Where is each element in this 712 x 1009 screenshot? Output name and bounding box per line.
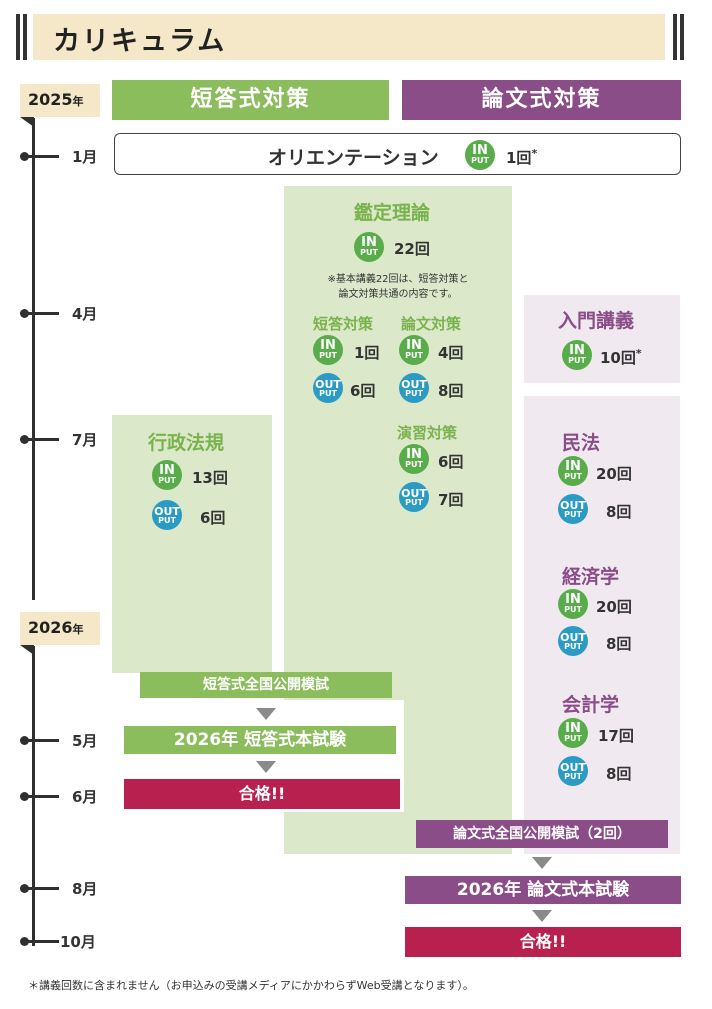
arrow-down-icon — [256, 761, 276, 773]
minpo-output-count: 8回 — [606, 503, 632, 521]
gyosei-output-count: 6回 — [200, 509, 226, 527]
month-apr: 4月 — [72, 305, 98, 323]
month-may: 5月 — [72, 732, 98, 750]
year-2026-value: 2026 — [28, 618, 73, 637]
kantei-note-1: ※基本講義22回は、短答対策と — [327, 274, 469, 285]
year-2025: 2025年 — [20, 84, 100, 117]
column-essay-header: 論文式対策 — [402, 80, 681, 120]
kantei-practice-title: 演習対策 — [397, 424, 458, 442]
month-jun: 6月 — [72, 788, 98, 806]
kantei-practice-output: 7回 — [438, 491, 464, 509]
arrow-down-icon — [532, 910, 552, 922]
orientation-count: 1回* — [506, 147, 538, 167]
month-jan: 1月 — [72, 148, 98, 166]
tick-jun — [20, 792, 59, 801]
minpo-title: 民法 — [562, 432, 601, 454]
kantei-input-count: 22回 — [394, 240, 430, 258]
kaikei-output-count: 8回 — [606, 765, 632, 783]
subjects-panel — [524, 396, 680, 854]
essay-main-exam: 2026年 論文式本試験 — [405, 876, 681, 904]
orientation-box — [114, 133, 681, 175]
month-jul: 7月 — [72, 431, 98, 449]
footnote: ＊講義回数に含まれません（お申込みの受講メディアにかかわらずWeb受講となります… — [28, 979, 474, 992]
year-suffix: 年 — [72, 623, 84, 636]
nyumon-panel — [524, 295, 680, 383]
kantei-short-output: 6回 — [350, 382, 376, 400]
tick-apr — [20, 309, 59, 318]
orientation-label: オリエンテーション — [268, 147, 439, 169]
year-suffix: 年 — [72, 95, 84, 108]
arrow-down-icon — [532, 857, 552, 869]
kaikei-input-count: 17回 — [598, 727, 634, 745]
tick-jan — [20, 152, 59, 161]
year-2026: 2026年 — [20, 612, 100, 645]
year-2025-value: 2025 — [28, 90, 73, 109]
tick-jul — [20, 435, 59, 444]
header-bar — [33, 14, 665, 60]
gyosei-panel — [112, 415, 272, 673]
header-right-rule-2 — [680, 14, 684, 60]
kantei-short-input: 1回 — [354, 344, 380, 362]
timeline-line-2025 — [32, 118, 35, 600]
header-left-rule-2 — [23, 14, 27, 60]
header-left-rule — [16, 14, 20, 60]
kantei-title: 鑑定理論 — [354, 202, 431, 224]
keizai-output-count: 8回 — [606, 635, 632, 653]
month-oct: 10月 — [60, 933, 96, 951]
tick-may — [20, 736, 59, 745]
kantei-essay-output: 8回 — [438, 382, 464, 400]
short-mock-exam: 短答式全国公開模試 — [140, 672, 392, 698]
page-title: カリキュラム — [53, 26, 227, 57]
short-pass-banner: 合格!! — [124, 779, 400, 809]
kaikei-title: 会計学 — [562, 694, 620, 716]
tick-oct — [20, 937, 59, 946]
kantei-note-2: 論文対策共通の内容です。 — [338, 289, 458, 300]
nyumon-input-count: 10回* — [600, 347, 642, 367]
minpo-input-count: 20回 — [596, 465, 632, 483]
tick-aug — [20, 884, 59, 893]
short-main-exam: 2026年 短答式本試験 — [124, 726, 396, 754]
kantei-essay-title: 論文対策 — [401, 315, 462, 333]
column-short-header: 短答式対策 — [112, 80, 389, 120]
essay-pass-banner: 合格!! — [405, 927, 681, 957]
year-2025-pointer — [20, 117, 34, 127]
month-aug: 8月 — [72, 880, 98, 898]
nyumon-title: 入門講義 — [558, 310, 635, 332]
keizai-input-count: 20回 — [596, 598, 632, 616]
gyosei-title: 行政法規 — [148, 432, 225, 454]
kantei-short-title: 短答対策 — [313, 315, 374, 333]
keizai-title: 経済学 — [562, 566, 620, 588]
kantei-essay-input: 4回 — [438, 344, 464, 362]
kantei-practice-input: 6回 — [438, 453, 464, 471]
header-right-rule — [673, 14, 677, 60]
essay-mock-exam: 論文式全国公開模試（2回） — [416, 820, 668, 848]
arrow-down-icon — [256, 708, 276, 720]
gyosei-input-count: 13回 — [192, 469, 228, 487]
year-2026-pointer — [20, 645, 34, 655]
